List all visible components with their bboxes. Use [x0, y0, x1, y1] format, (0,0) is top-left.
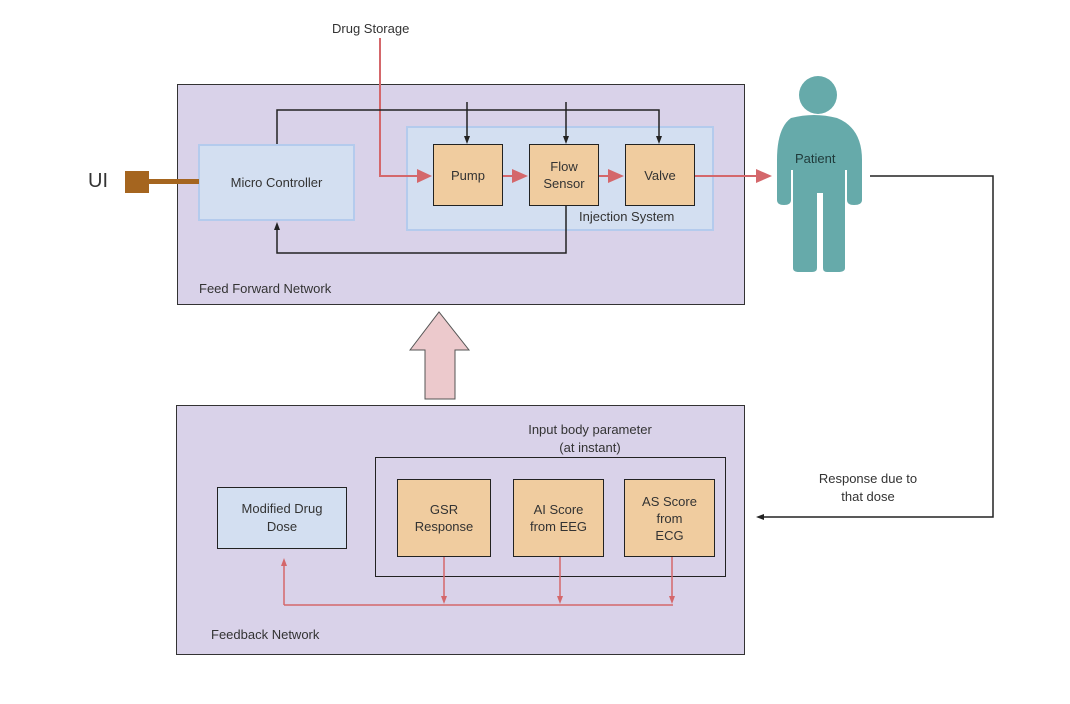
ui-connector-line [148, 179, 199, 184]
response-line [756, 175, 994, 520]
arrow-to-patient [756, 169, 772, 183]
feedback-network-label: Feedback Network [211, 627, 320, 642]
micro-controller-box: Micro Controller [198, 144, 355, 221]
valve-label: Valve [644, 167, 676, 183]
pump-label: Pump [451, 167, 485, 183]
modified-drug-dose-label: Modified Drug Dose [241, 501, 323, 534]
input-body-parameter-label: Input body parameter (at instant) [528, 422, 652, 455]
ai-score-label: AI Score from EEG [529, 502, 588, 534]
ui-connector-icon [125, 171, 149, 193]
valve-box: Valve [625, 144, 695, 206]
modified-drug-dose-box: Modified Drug Dose [217, 487, 347, 549]
pump-box: Pump [433, 144, 503, 206]
gsr-response-label: GSR Response [414, 502, 474, 534]
response-label: Response due to that dose [818, 471, 918, 504]
as-score-box: AS Score from ECG [624, 479, 715, 557]
ui-label: UI [88, 170, 108, 192]
flow-sensor-label: Flow Sensor [543, 159, 585, 191]
injection-system-label: Injection System [579, 209, 675, 224]
feed-forward-network-label: Feed Forward Network [199, 281, 332, 296]
micro-controller-label: Micro Controller [230, 175, 323, 190]
drug-storage-label: Drug Storage [332, 21, 410, 36]
flow-sensor-box: Flow Sensor [529, 144, 599, 206]
patient-label: Patient [795, 151, 836, 166]
patient-icon [777, 76, 862, 272]
as-score-label: AS Score from ECG [642, 493, 697, 543]
input-body-parameter-box [375, 457, 726, 577]
ai-score-box: AI Score from EEG [513, 479, 604, 557]
big-up-arrow [408, 311, 471, 400]
gsr-response-box: GSR Response [397, 479, 491, 557]
